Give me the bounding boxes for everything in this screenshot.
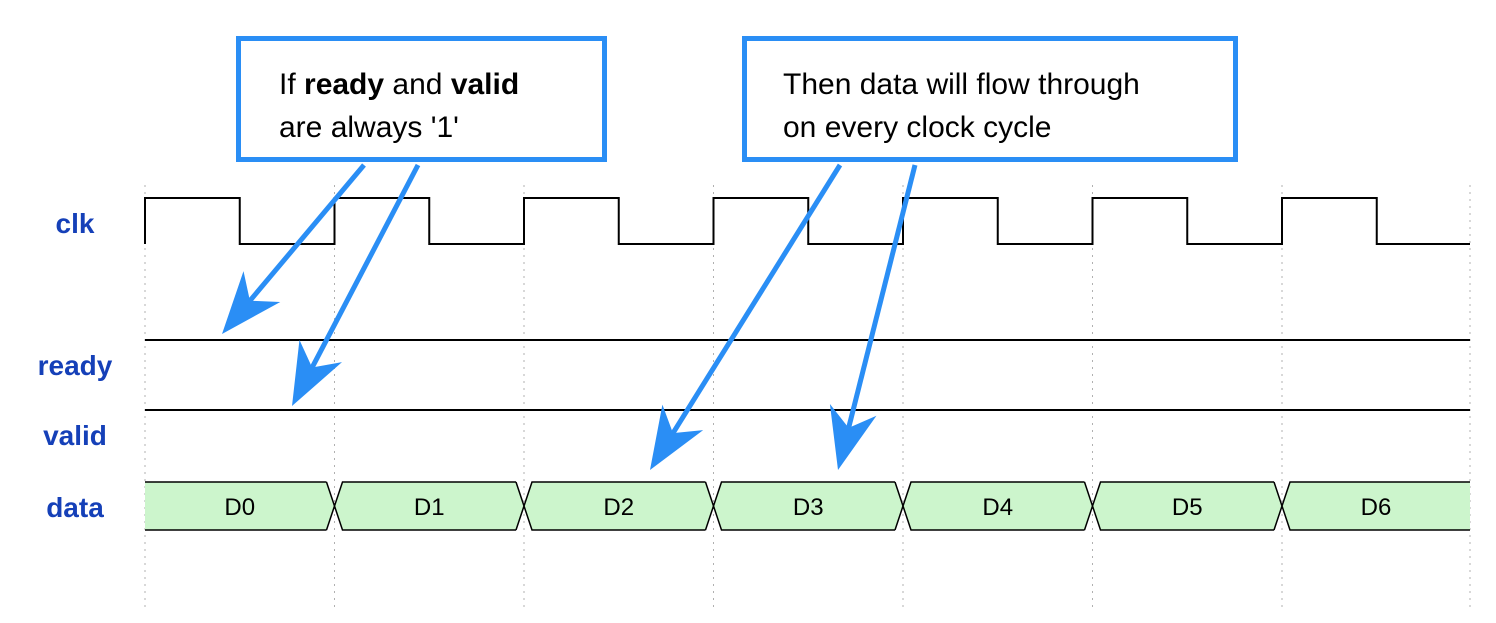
data-word-fill [1282, 482, 1470, 530]
arrow-head [292, 339, 342, 406]
ready-valid-callout: If ready and valid are always '1' [236, 36, 607, 162]
data-label: data [46, 492, 104, 523]
callout-left-ready: ready [304, 68, 385, 101]
data-bus: D0 D1 D2 D3 D4 D5 D6 [145, 481, 1470, 531]
arrow-head [829, 404, 877, 470]
data-word-label: D3 [793, 494, 824, 521]
data-word-label: D0 [224, 494, 255, 521]
arrow-shaft [669, 163, 843, 438]
arrow-head [222, 271, 281, 334]
data-word-label: D2 [603, 494, 634, 521]
data-word-label: D1 [414, 494, 445, 521]
data-word-fill [1092, 482, 1282, 530]
data-word-fill [334, 482, 524, 530]
arrow-shaft [308, 163, 421, 372]
arrow-shaft [845, 164, 918, 432]
data-word-fill [524, 482, 714, 530]
data-word-label: D4 [982, 494, 1013, 521]
data-flow-callout: Then data will flow through on every clo… [742, 36, 1238, 162]
data-word-label: D5 [1172, 494, 1203, 521]
arrow-head [650, 404, 704, 470]
data-word-fill [145, 482, 335, 530]
data-word-fill [713, 482, 903, 530]
data-word-outline [1281, 481, 1470, 531]
clk-label: clk [55, 208, 95, 239]
callout-left-line1: If ready and valid [279, 63, 602, 106]
ready-label: ready [37, 350, 113, 381]
clk-waveform [144, 197, 1470, 245]
callout-left-and: and [384, 68, 451, 101]
arrow-shaft [245, 163, 366, 305]
callout-right-line2: on every clock cycle [783, 111, 1052, 144]
data-word-fill [903, 482, 1093, 530]
valid-label: valid [43, 420, 107, 451]
cycle-gridlines [144, 185, 1471, 612]
data-word-label: D6 [1361, 494, 1392, 521]
callout-arrows [222, 163, 918, 470]
callout-left-prefix: If [279, 68, 305, 101]
callout-left-valid: valid [450, 68, 520, 101]
callout-right-line1: Then data will flow through [783, 68, 1140, 101]
callout-left-line2: are always '1' [279, 111, 459, 144]
